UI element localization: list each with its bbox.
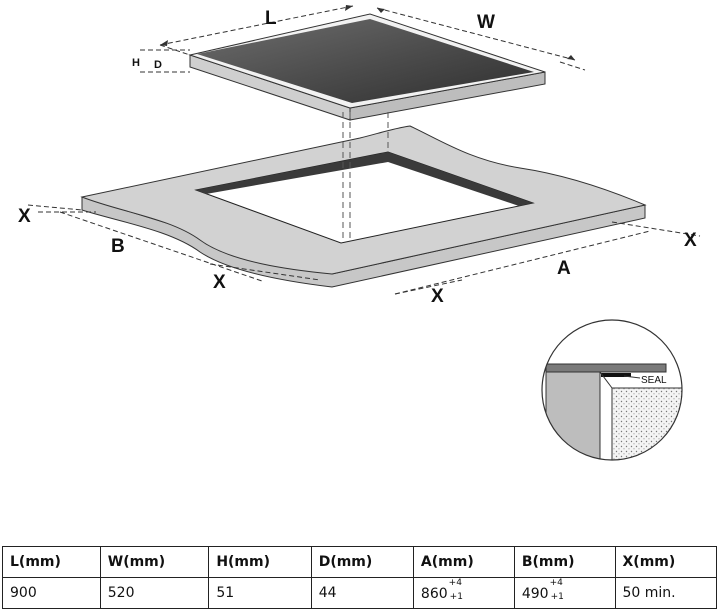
value-a: 860 [420,586,448,602]
hob [188,13,546,121]
value-cell-b: 490+4+1 [513,577,616,609]
dimension-lines [27,5,701,295]
seal-label: SEAL [641,375,667,386]
value-cell-a: 860+4+1 [412,577,515,609]
header-cell: H(mm) [208,546,312,578]
header-cell: B(mm) [513,546,616,578]
installation-diagram: L W H D X B X X A X SEAL [18,5,701,461]
dimensions-table: L(mm) W(mm) H(mm) D(mm) A(mm) B(mm) X(mm… [2,546,717,609]
value-cell-l: 900 [2,577,101,609]
value-cell-w: 520 [99,577,210,609]
label-x-left: X [18,206,31,227]
label-h: H [132,57,140,69]
value-b: 490 [521,586,549,602]
label-x-right: X [684,230,697,251]
alignment-lines [342,112,389,240]
label-x-bottom: X [213,272,226,293]
label-d: D [154,59,162,71]
dimension-arrows [160,5,575,60]
label-w: W [477,12,495,33]
label-a: A [557,258,571,279]
tolerance-lower: +1 [550,592,564,602]
header-cell: D(mm) [310,546,414,578]
tolerance-upper: +4 [448,578,462,588]
tolerance-upper: +4 [549,578,563,588]
value-cell-h: 51 [208,577,312,609]
value-cell-x: 50 min. [614,577,717,609]
tolerance-a: +4+1 [448,578,463,602]
header-cell: A(mm) [412,546,515,578]
label-b: B [111,236,125,257]
header-cell: L(mm) [2,546,101,578]
table-row: 900 520 51 44 860+4+1 490+4+1 50 min. [2,577,717,609]
value-cell-d: 44 [310,577,414,609]
seal-detail: SEAL [541,319,683,461]
header-cell: X(mm) [614,546,717,578]
tolerance-b: +4+1 [549,578,564,602]
tolerance-lower: +1 [449,592,463,602]
countertop [80,125,647,288]
cutout [194,151,535,244]
label-l: L [265,8,277,29]
table-header-row: L(mm) W(mm) H(mm) D(mm) A(mm) B(mm) X(mm… [2,546,717,578]
label-x-bottom-right: X [431,286,444,307]
header-cell: W(mm) [99,546,210,578]
